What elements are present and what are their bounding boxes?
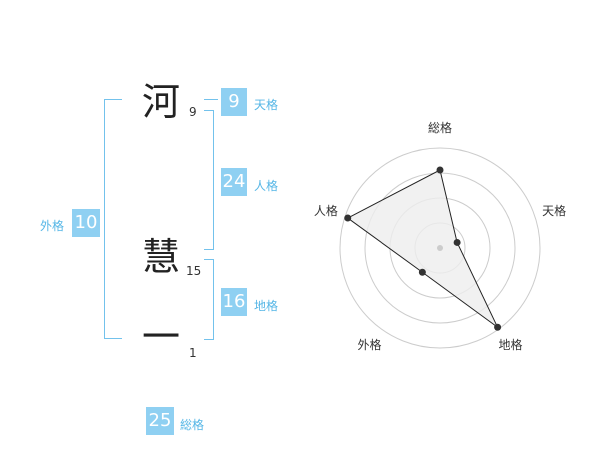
name-char-2: 慧 (142, 235, 181, 279)
gaikaku-bracket (104, 99, 122, 339)
gaikaku-badge: 10 (72, 209, 100, 237)
gaikaku-label: 外格 (40, 219, 65, 233)
chikaku-label: 地格 (254, 299, 279, 313)
radar-axis-label: 天格 (542, 203, 566, 218)
radar-point-2 (453, 238, 461, 246)
radar-polygon (346, 169, 499, 328)
soukaku-label: 総格 (180, 418, 205, 432)
name-char-1: 河 (142, 80, 181, 124)
radar-point-3 (494, 323, 502, 331)
radar-center (437, 245, 443, 251)
radar-point-1 (436, 166, 444, 174)
stroke-count-1: 9 (189, 105, 197, 119)
radar-point-4 (418, 268, 426, 276)
jinkaku-badge: 24 (221, 168, 247, 196)
radar-axis-label: 人格 (314, 203, 338, 218)
chikaku-badge: 16 (221, 288, 247, 316)
tenkaku-badge: 9 (221, 88, 247, 116)
radar-axis-label: 地格 (499, 337, 523, 352)
name-char-3: 一 (142, 315, 181, 359)
jinkaku-label: 人格 (254, 179, 279, 193)
stroke-count-3: 1 (189, 346, 197, 360)
stroke-count-2: 15 (186, 264, 202, 278)
radar-axis-label: 総格 (428, 120, 452, 135)
soukaku-badge: 25 (146, 407, 174, 435)
radar-ring (339, 147, 541, 349)
radar-axis-label: 外格 (357, 337, 381, 352)
chikaku-bracket (204, 259, 214, 340)
tenkaku-bracket (204, 99, 218, 100)
tenkaku-label: 天格 (254, 98, 279, 112)
jinkaku-bracket (204, 110, 214, 250)
radar-point-5 (344, 214, 352, 222)
